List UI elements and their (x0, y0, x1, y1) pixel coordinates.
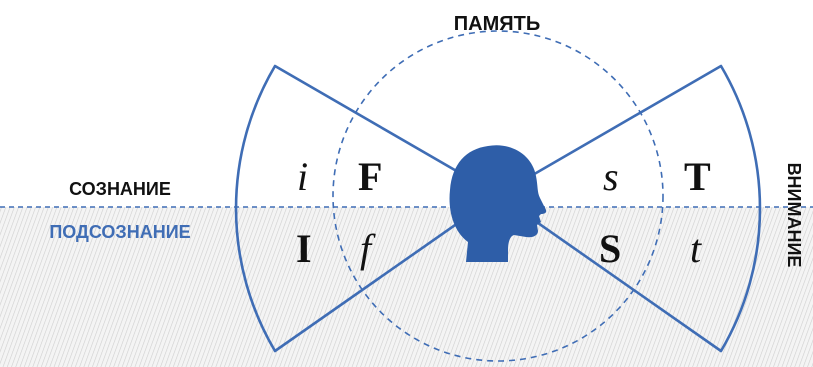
consciousness-label: СОЗНАНИЕ (69, 179, 171, 199)
letter-s: s (603, 154, 619, 199)
letter-I: I (296, 226, 312, 271)
letter-S: S (599, 226, 621, 271)
head-silhouette-icon (449, 145, 547, 262)
left-sector (234, 64, 500, 353)
memory-circle (332, 30, 664, 362)
letter-i: i (297, 154, 308, 199)
letter-t: t (690, 226, 702, 271)
letter-T: T (684, 154, 711, 199)
right-sector (496, 64, 762, 353)
subconsciousness-label: ПОДСОЗНАНИЕ (49, 222, 190, 242)
letter-F: F (358, 154, 382, 199)
attention-label: ВНИМАНИЕ (784, 163, 804, 268)
subconscious-region (0, 207, 813, 367)
memory-label: ПАМЯТЬ (454, 13, 540, 35)
